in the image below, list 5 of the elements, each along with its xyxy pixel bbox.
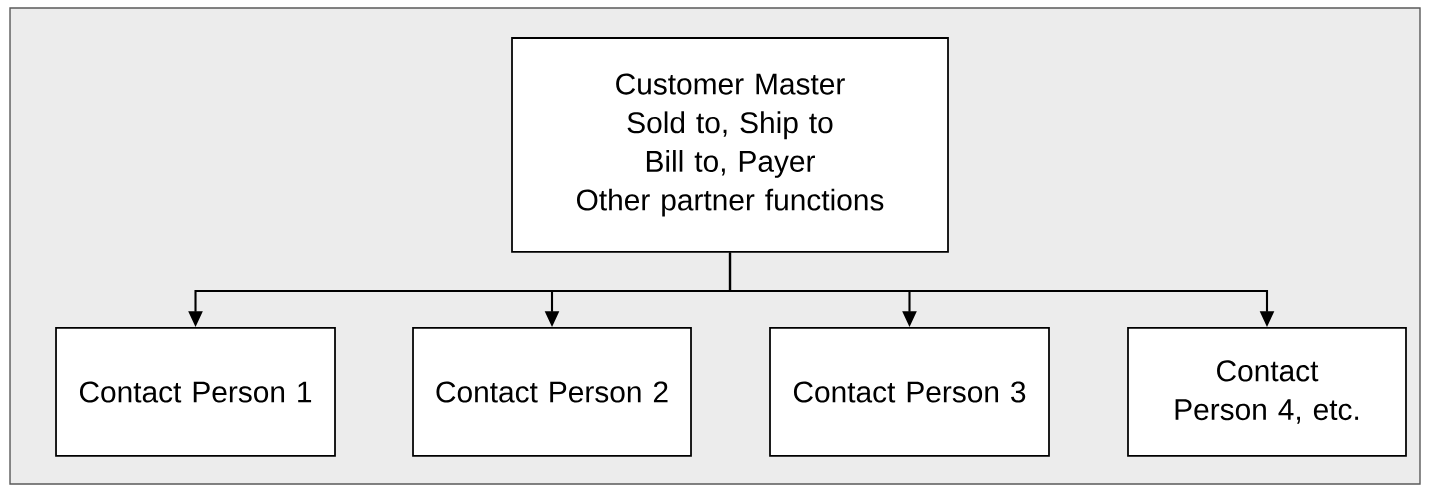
contact-box: Contact Person 4, etc. (1127, 327, 1407, 457)
contact-box: Contact Person 3 (769, 327, 1050, 457)
process-box: Customer Master Sold to, Ship to Bill to, Payer Other partner functions (511, 37, 949, 253)
contact-box: Contact Person 2 (412, 327, 692, 457)
contact-box: Contact Person 1 (55, 327, 336, 457)
